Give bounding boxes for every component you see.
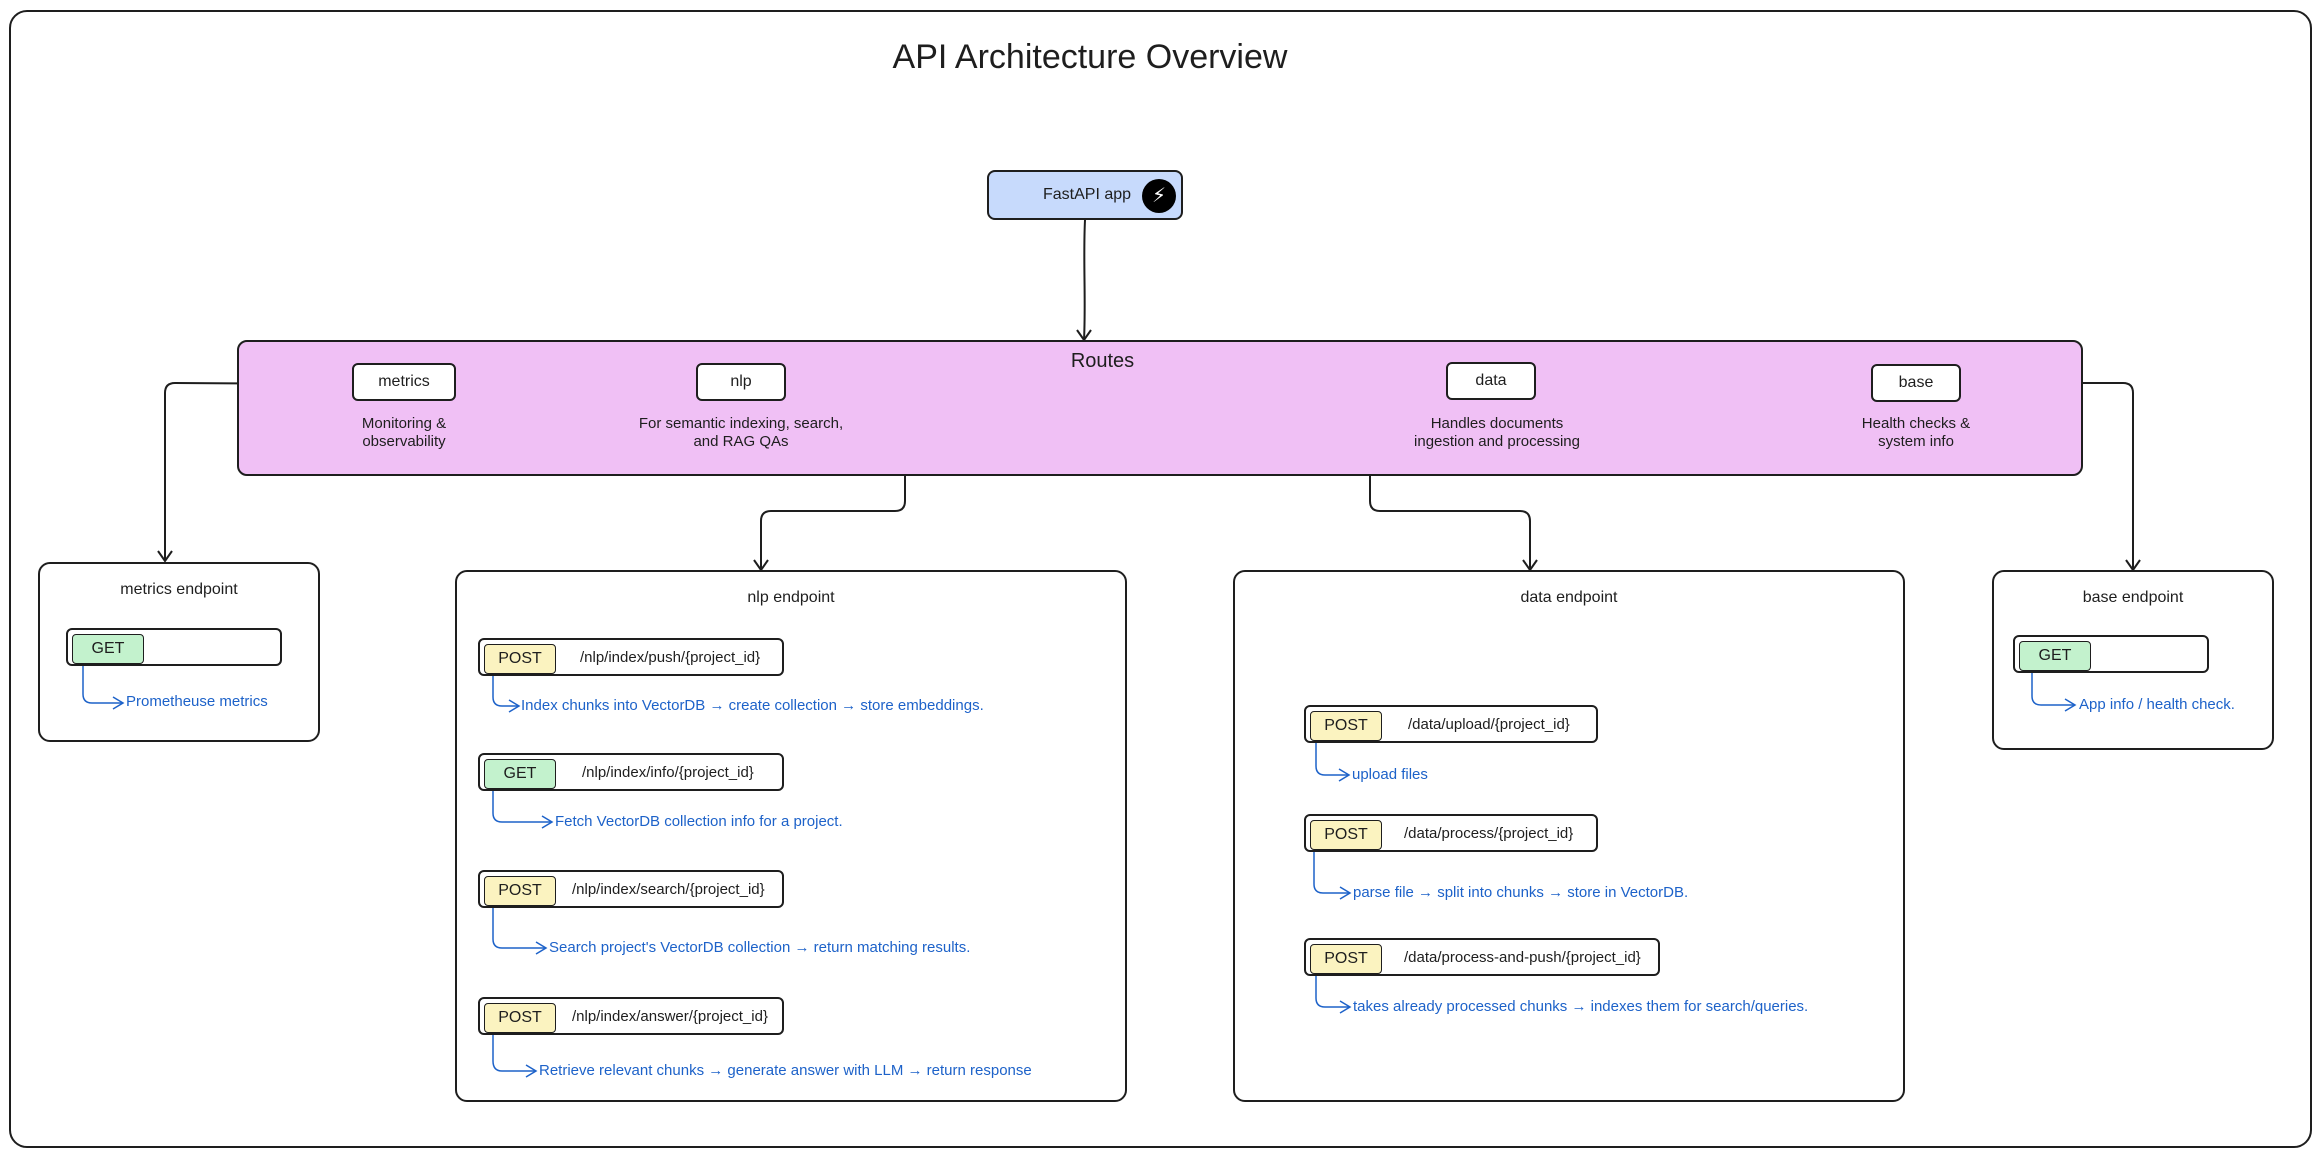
post-method-badge: POST: [484, 644, 556, 674]
route-metrics: metrics: [352, 363, 456, 401]
data-process-and-push-description: takes already processed chunks → indexes…: [1353, 998, 1809, 1015]
data-process-endpoint: POST /data/process/{project_id}: [1304, 814, 1598, 852]
post-method-badge: POST: [1310, 711, 1382, 741]
post-method-badge: POST: [484, 876, 556, 906]
route-data-description: Handles documents ingestion and processi…: [1414, 415, 1580, 450]
nlp-answer-endpoint: POST /nlp/index/answer/{project_id}: [478, 997, 784, 1035]
post-method-badge: POST: [1310, 944, 1382, 974]
get-method-badge: GET: [2019, 641, 2091, 671]
endpoint-path: /nlp/index/push/{project_id}: [580, 649, 761, 666]
nlp-search-endpoint: POST /nlp/index/search/{project_id}: [478, 870, 784, 908]
fastapi-app-label: FastAPI app: [1043, 186, 1132, 203]
nlp-info-endpoint: GET /nlp/index/info/{project_id}: [478, 753, 784, 791]
endpoint-path: /data/process-and-push/{project_id}: [1404, 949, 1641, 966]
metrics-endpoint-title: metrics endpoint: [120, 581, 238, 598]
nlp-push-description: Index chunks into VectorDB → create coll…: [521, 697, 984, 714]
routes-label: Routes: [1070, 350, 1135, 372]
metrics-get-description: Prometheuse metrics: [126, 693, 268, 710]
route-nlp-description: For semantic indexing, search, and RAG Q…: [638, 415, 844, 450]
lightning-bolt-icon: ⚡: [1142, 179, 1176, 213]
route-metrics-description: Monitoring & observability: [361, 415, 447, 450]
metrics-get-endpoint: GET: [66, 628, 282, 666]
fastapi-app-node: FastAPI app ⚡: [987, 170, 1183, 220]
routes-group: [237, 340, 2083, 476]
route-data: data: [1446, 362, 1536, 400]
get-method-badge: GET: [484, 759, 556, 789]
metrics-route-to-endpoint-arrow: [157, 381, 353, 563]
route-base: base: [1871, 364, 1961, 402]
endpoint-path: /data/process/{project_id}: [1404, 825, 1574, 842]
base-route-to-endpoint-arrow: [1961, 382, 2141, 572]
data-upload-description: upload files: [1352, 766, 1428, 783]
endpoint-path: /nlp/index/answer/{project_id}: [572, 1008, 768, 1025]
endpoint-path: /nlp/index/info/{project_id}: [582, 764, 754, 781]
endpoint-path: /nlp/index/search/{project_id}: [572, 881, 765, 898]
base-get-endpoint: GET: [2013, 635, 2209, 673]
route-nlp: nlp: [696, 363, 786, 401]
base-get-description: App info / health check.: [2079, 696, 2235, 713]
base-endpoint-title: base endpoint: [2082, 589, 2184, 606]
post-method-badge: POST: [484, 1003, 556, 1033]
diagram-title: API Architecture Overview: [892, 38, 1288, 76]
data-process-description: parse file → split into chunks → store i…: [1353, 884, 1689, 901]
endpoint-path: /data/upload/{project_id}: [1408, 716, 1570, 733]
nlp-answer-description: Retrieve relevant chunks → generate answ…: [539, 1062, 1032, 1079]
app-to-routes-arrow: [1076, 219, 1092, 342]
post-method-badge: POST: [1310, 820, 1382, 850]
nlp-info-description: Fetch VectorDB collection info for a pro…: [555, 813, 843, 830]
diagram-frame: [9, 10, 2312, 1148]
route-base-description: Health checks & system info: [1861, 415, 1971, 450]
nlp-endpoint-title: nlp endpoint: [747, 589, 835, 606]
data-endpoint-title: data endpoint: [1520, 589, 1618, 606]
data-upload-endpoint: POST /data/upload/{project_id}: [1304, 705, 1598, 743]
nlp-search-description: Search project's VectorDB collection → r…: [549, 939, 971, 956]
data-process-and-push-endpoint: POST /data/process-and-push/{project_id}: [1304, 938, 1660, 976]
nlp-push-endpoint: POST /nlp/index/push/{project_id}: [478, 638, 784, 676]
get-method-badge: GET: [72, 634, 144, 664]
